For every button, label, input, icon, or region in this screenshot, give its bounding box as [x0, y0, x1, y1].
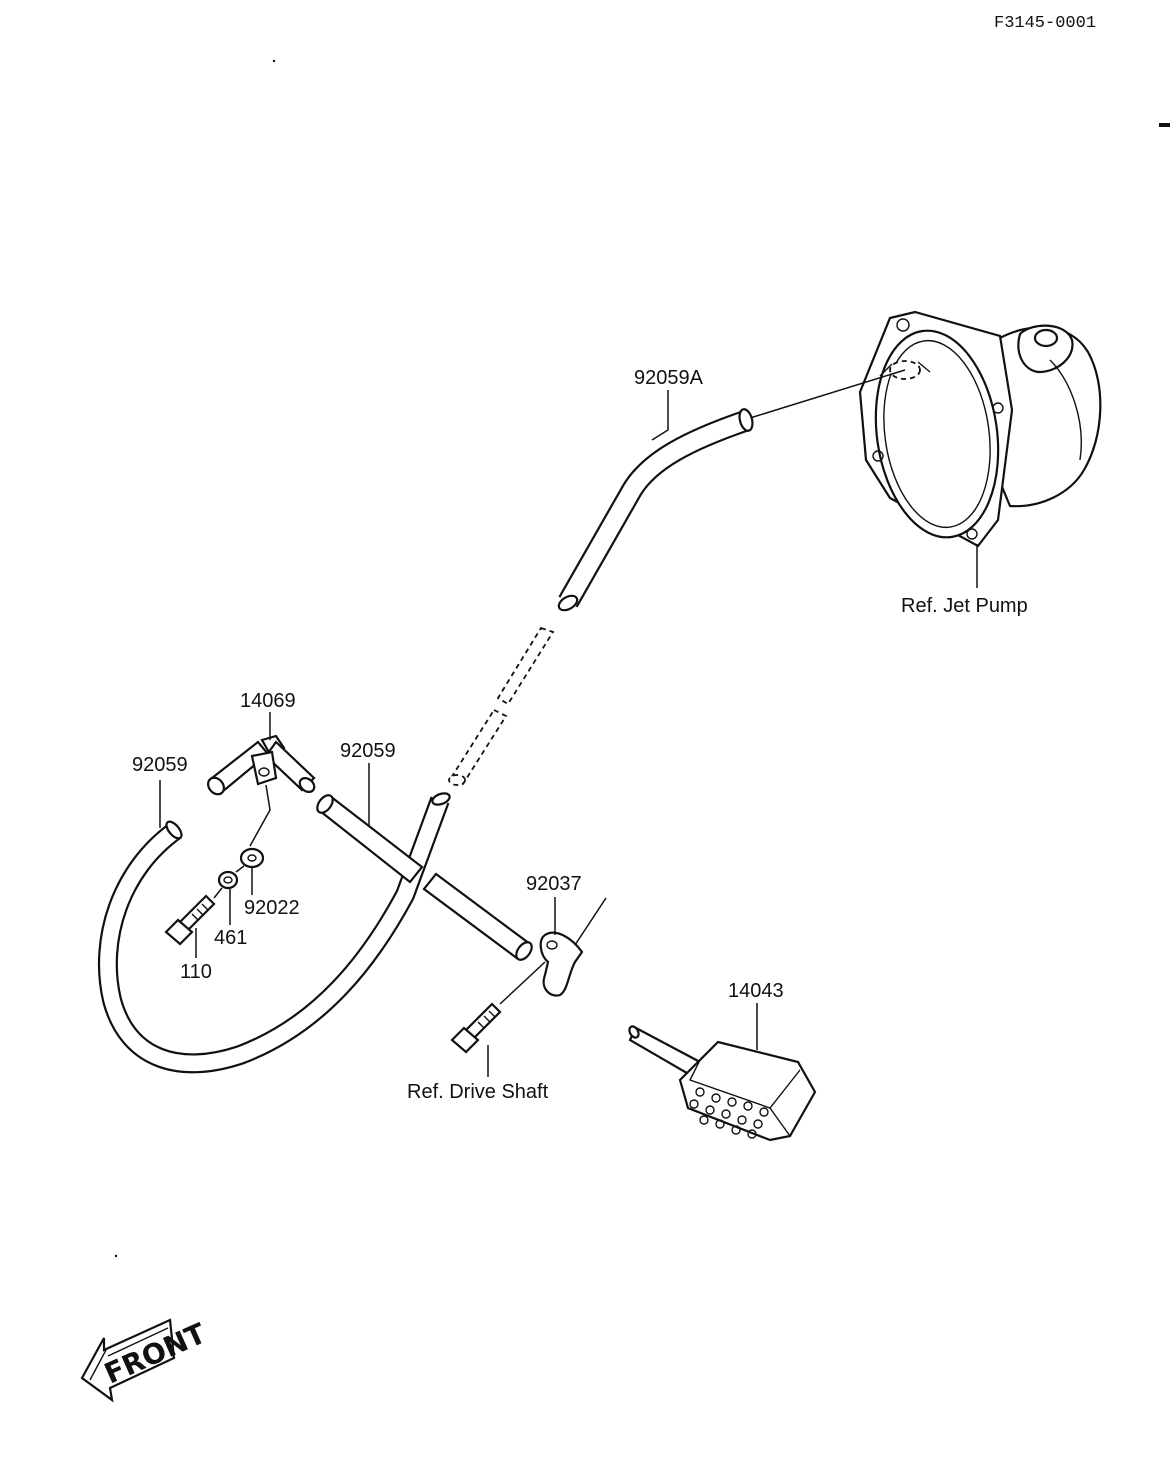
clamp-92037 [539, 897, 607, 997]
pump-connection-line [749, 369, 906, 419]
hose-middle-92059 [316, 794, 533, 961]
label-110: 110 [180, 961, 212, 983]
label-leaders [159, 390, 978, 1077]
label-92022: 92022 [244, 897, 300, 919]
label-461: 461 [214, 927, 247, 949]
nut-washer-link [235, 865, 245, 873]
fitting-14069 [207, 734, 316, 796]
label-14043: 14043 [728, 980, 784, 1002]
tube-dashed-segment [448, 626, 555, 786]
label-ref-jet-pump: Ref. Jet Pump [901, 595, 1028, 617]
filter-14043 [628, 1025, 817, 1142]
front-arrow: FRONT [80, 1317, 211, 1403]
hose-left-92059 [97, 792, 451, 1074]
washer-92022 [239, 847, 265, 869]
drive-shaft-bolt [450, 961, 546, 1054]
fitting-leader [249, 784, 271, 847]
bolt-110 [164, 894, 216, 946]
speck [114, 1254, 118, 1258]
bolt-leader [213, 887, 223, 899]
label-92059A: 92059A [634, 367, 704, 389]
tube-92059A [557, 408, 754, 612]
drawing-id: F3145-0001 [994, 14, 1096, 33]
jet-pump-housing [858, 310, 1102, 548]
label-92037: 92037 [526, 873, 582, 895]
speck [272, 59, 276, 63]
label-92059-left: 92059 [132, 754, 188, 776]
label-14069: 14069 [240, 690, 296, 712]
label-92059-middle: 92059 [340, 740, 396, 762]
margin-mark [1159, 123, 1170, 127]
label-ref-drive-shaft: Ref. Drive Shaft [407, 1081, 549, 1103]
nut-461 [217, 870, 239, 890]
